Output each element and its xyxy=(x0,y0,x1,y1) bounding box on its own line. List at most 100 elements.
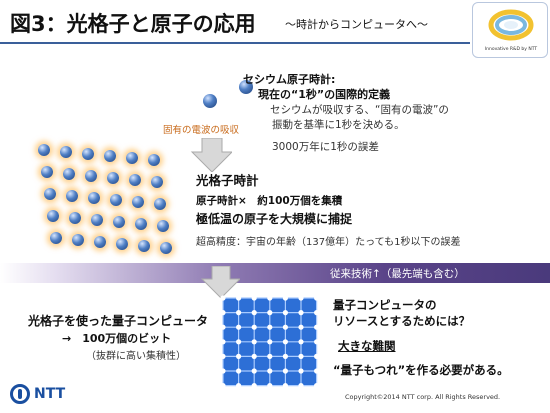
ntt-logo: NTT xyxy=(10,384,65,404)
lattice-atom xyxy=(113,216,125,228)
cube-node xyxy=(267,339,273,345)
cube-node xyxy=(220,295,226,301)
cesium-error: 3000万年に1秒の誤差 xyxy=(272,141,379,153)
requirement-line1: 量子コンピュータの xyxy=(333,298,437,312)
ntt-rd-logo: Innovative R&D by NTT xyxy=(472,2,548,58)
absorb-label: 固有の電波の吸収 xyxy=(163,125,240,136)
lattice-atom xyxy=(138,240,150,252)
lattice-atom xyxy=(116,238,128,250)
atom-ball xyxy=(239,80,253,94)
cube-node xyxy=(236,324,242,330)
difficulty-label: 大きな難関 xyxy=(338,339,396,353)
cube-node xyxy=(220,310,226,316)
technology-band xyxy=(0,263,550,283)
swirl-logo-icon xyxy=(488,9,534,41)
cesium-desc-line1: セシウムが吸収する、“固有の電波”の xyxy=(270,104,449,116)
cube-node xyxy=(298,324,304,330)
lattice-atom xyxy=(151,176,163,188)
cube-node xyxy=(298,368,304,374)
cube-node xyxy=(267,368,273,374)
lattice-atom xyxy=(50,232,62,244)
cube-node xyxy=(267,353,273,359)
cube-node xyxy=(251,368,257,374)
lattice-atom xyxy=(66,190,78,202)
cube-node xyxy=(282,353,288,359)
lattice-atom xyxy=(63,168,75,180)
ntt-brand: NTT xyxy=(34,386,66,402)
quantum-heading: 光格子を使った量子コンピュータ xyxy=(28,314,209,328)
lattice-atom xyxy=(104,150,116,162)
lattice-atom xyxy=(82,148,94,160)
quantum-lattice-cube-image xyxy=(220,295,320,389)
cube-node xyxy=(251,353,257,359)
page-subtitle: ～時計からコンピュータへ～ xyxy=(285,18,428,31)
lattice-atom xyxy=(47,210,59,222)
atom-ball xyxy=(203,94,217,108)
cube-node xyxy=(298,339,304,345)
cube-node xyxy=(298,295,304,301)
lattice-atom xyxy=(154,198,166,210)
cube-node xyxy=(251,295,257,301)
lattice-heading: 光格子時計 xyxy=(196,173,259,188)
lattice-atom xyxy=(88,192,100,204)
cube-node xyxy=(267,324,273,330)
lattice-atom xyxy=(60,146,72,158)
down-arrow-icon xyxy=(190,138,232,172)
page-title: 図3：光格子と原子の応用 xyxy=(10,12,256,36)
title-underline xyxy=(0,42,470,44)
band-label: 従来技術↑（最先端も含む） xyxy=(330,268,465,280)
lattice-atom xyxy=(132,196,144,208)
lattice-line2: 極低温の原子を大規模に捕捉 xyxy=(196,212,353,226)
cube-node xyxy=(298,383,304,389)
cube-node xyxy=(236,383,242,389)
cube-node xyxy=(298,310,304,316)
cube-node xyxy=(220,353,226,359)
cube-node xyxy=(282,383,288,389)
lattice-atom xyxy=(38,144,50,156)
lattice-line3: 超高精度：宇宙の年齢（137億年）たっても1秒以下の誤差 xyxy=(196,237,461,248)
logo-caption: Innovative R&D by NTT xyxy=(484,47,538,52)
cube-node xyxy=(220,339,226,345)
lattice-atom xyxy=(85,170,97,182)
cube-node xyxy=(282,310,288,316)
cesium-desc-line2: 振動を基準に1秒を決める。 xyxy=(272,119,405,131)
cube-node xyxy=(267,295,273,301)
down-arrow-icon xyxy=(200,266,240,298)
cesium-atoms xyxy=(203,80,263,114)
lattice-atom xyxy=(107,172,119,184)
cesium-heading: セシウム原子時計: xyxy=(243,73,336,86)
cube-node xyxy=(314,295,320,301)
lattice-atom xyxy=(157,220,169,232)
cube-node xyxy=(236,310,242,316)
requirement-line2: リソースとするためには？ xyxy=(333,314,471,328)
optical-lattice-image xyxy=(30,138,180,258)
entanglement-note: “量子もつれ”を作る必要がある。 xyxy=(333,363,509,377)
cube-node xyxy=(267,310,273,316)
cube-node xyxy=(236,295,242,301)
lattice-atom xyxy=(44,188,56,200)
lattice-line1: 原子時計× 約100万個を集積 xyxy=(196,195,343,207)
lattice-atom xyxy=(69,212,81,224)
cube-node xyxy=(236,353,242,359)
cube-node xyxy=(314,383,320,389)
cube-node xyxy=(251,324,257,330)
cube-node xyxy=(251,310,257,316)
cube-node xyxy=(314,368,320,374)
lattice-atom xyxy=(91,214,103,226)
cube-node xyxy=(314,339,320,345)
cube-node xyxy=(236,339,242,345)
quantum-note: （抜群に高い集積性） xyxy=(86,351,186,362)
lattice-atom xyxy=(126,152,138,164)
cesium-definition: 現在の“1秒”の国際的定義 xyxy=(258,88,391,101)
lattice-atom xyxy=(72,234,84,246)
cube-node xyxy=(220,383,226,389)
ntt-mark-icon xyxy=(10,384,30,404)
cube-node xyxy=(314,353,320,359)
lattice-atom xyxy=(129,174,141,186)
copyright: Copyright©2014 NTT corp. All Rights Rese… xyxy=(345,393,501,401)
lattice-atom xyxy=(160,242,172,254)
cube-node xyxy=(282,324,288,330)
cube-node xyxy=(282,368,288,374)
cube-node xyxy=(282,295,288,301)
cube-node xyxy=(220,324,226,330)
